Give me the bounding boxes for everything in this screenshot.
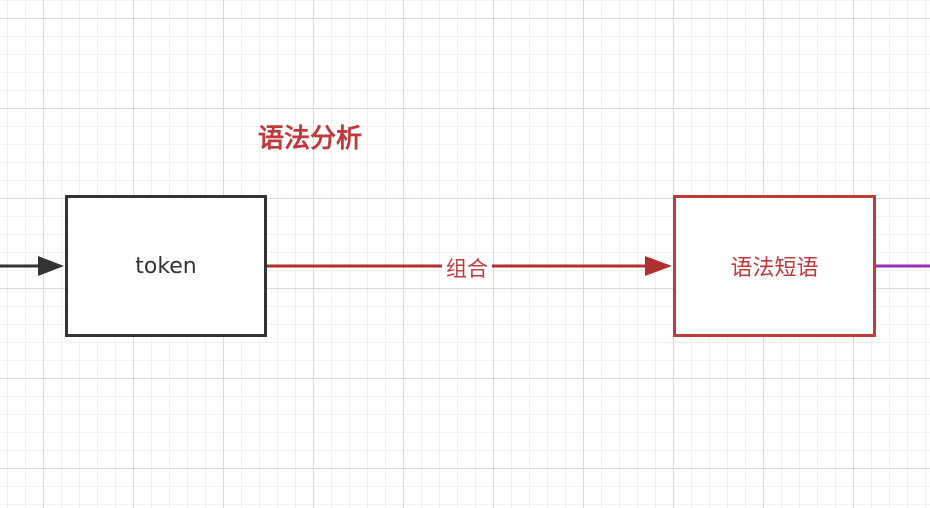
edge-label-combine: 组合 xyxy=(442,253,492,283)
incoming-arrow-head xyxy=(38,256,64,276)
token-node-label: token xyxy=(135,253,197,279)
token-node[interactable]: token xyxy=(65,195,267,337)
syntax-phrase-node[interactable]: 语法短语 xyxy=(673,195,876,337)
combine-arrow-head xyxy=(645,256,672,276)
stage-title: 语法分析 xyxy=(258,124,363,154)
syntax-phrase-node-label: 语法短语 xyxy=(730,256,819,281)
